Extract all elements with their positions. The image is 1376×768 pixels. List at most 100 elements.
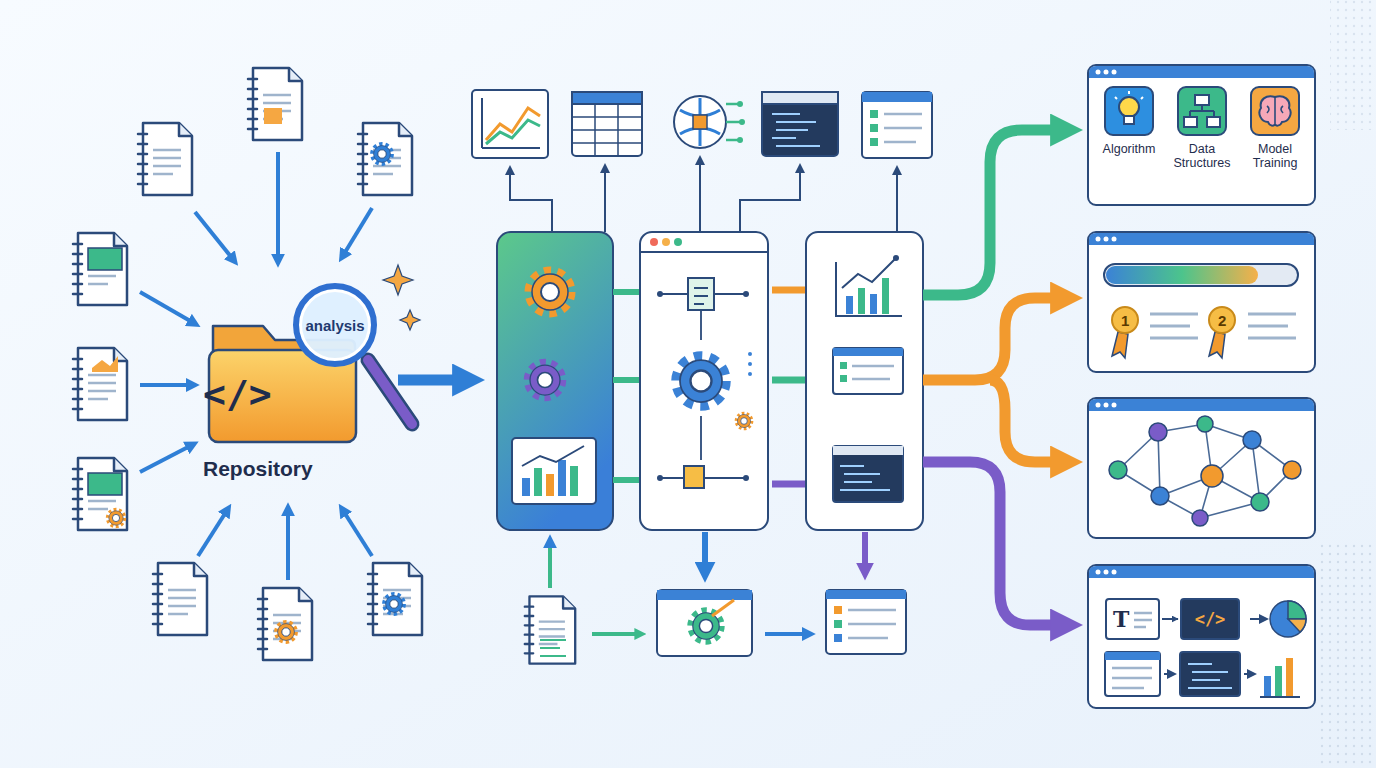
process-column bbox=[748, 362, 752, 366]
output-panel bbox=[1089, 233, 1314, 245]
magnifier-handle bbox=[368, 360, 412, 424]
flow-arrow bbox=[398, 375, 462, 386]
process-column bbox=[529, 271, 571, 313]
output-icon bbox=[762, 92, 838, 104]
document-icon bbox=[92, 356, 118, 372]
process-column bbox=[806, 232, 923, 530]
output-arrow bbox=[923, 462, 1060, 625]
output-panel bbox=[1104, 237, 1109, 242]
output-icon bbox=[870, 124, 878, 132]
pipeline-illustration bbox=[1275, 666, 1282, 696]
process-column bbox=[840, 362, 847, 369]
input-arrow bbox=[344, 512, 372, 556]
output-panel bbox=[1096, 70, 1101, 75]
process-column bbox=[497, 232, 613, 530]
document-icon bbox=[384, 594, 404, 614]
pipeline-illustration bbox=[1288, 601, 1306, 619]
ranking-illustration bbox=[1209, 332, 1225, 358]
process-column bbox=[833, 446, 903, 455]
small-arrow bbox=[510, 162, 897, 232]
output-panel bbox=[1088, 232, 1315, 372]
ranking-illustration bbox=[1104, 264, 1298, 286]
code-symbol: </> bbox=[1195, 609, 1226, 629]
bottom-flow bbox=[702, 532, 708, 568]
tile-icon bbox=[1267, 97, 1283, 124]
code-symbol: </> bbox=[203, 372, 272, 416]
output-panel bbox=[1112, 403, 1117, 408]
document-icon bbox=[138, 123, 192, 195]
output-arrow bbox=[923, 130, 1060, 625]
bottom-flow bbox=[834, 620, 842, 628]
pipeline-illustration bbox=[1270, 601, 1306, 637]
pipeline-illustration bbox=[1164, 673, 1170, 675]
process-column bbox=[748, 372, 752, 376]
ranking-illustration bbox=[1150, 314, 1198, 338]
process-column bbox=[842, 258, 896, 288]
output-icon bbox=[680, 98, 720, 146]
process-column bbox=[640, 251, 768, 253]
pipeline-illustration bbox=[1105, 652, 1160, 696]
document-icon bbox=[276, 622, 296, 642]
process-column bbox=[662, 238, 670, 246]
process-column bbox=[522, 446, 584, 466]
document-icon bbox=[73, 348, 127, 420]
output-icon bbox=[884, 114, 922, 142]
process-column bbox=[846, 296, 853, 314]
output-icon bbox=[726, 104, 740, 140]
output-panel bbox=[1096, 570, 1101, 575]
sparkle bbox=[383, 265, 413, 295]
process-column bbox=[570, 466, 578, 496]
output-panel bbox=[1088, 65, 1315, 708]
process-column bbox=[613, 292, 640, 480]
output-panel bbox=[1104, 570, 1109, 575]
output-icon bbox=[862, 92, 932, 158]
process-column bbox=[528, 363, 563, 398]
output-icon bbox=[870, 138, 878, 146]
process-column bbox=[534, 468, 542, 496]
input-arrow bbox=[140, 292, 192, 322]
process-column bbox=[512, 438, 596, 504]
repository-label: Repository bbox=[203, 456, 313, 482]
process-column bbox=[684, 466, 704, 488]
output-panel bbox=[1112, 70, 1117, 75]
sparkle bbox=[383, 265, 420, 330]
input-arrow bbox=[140, 446, 190, 472]
tile-icon bbox=[1250, 86, 1300, 136]
bottom-flow bbox=[540, 640, 566, 656]
tile-icon bbox=[1190, 105, 1214, 117]
bottom-flow bbox=[525, 596, 575, 663]
document-icon bbox=[368, 563, 422, 635]
output-panel bbox=[1088, 565, 1315, 708]
output-icon bbox=[737, 101, 743, 107]
small-arrow bbox=[740, 170, 800, 232]
bottom-flow bbox=[826, 590, 906, 654]
small-arrow bbox=[604, 170, 606, 232]
input-arrow bbox=[198, 512, 226, 556]
document-icon bbox=[153, 563, 207, 635]
illustration bbox=[1318, 540, 1376, 768]
process-column bbox=[677, 357, 726, 406]
tile-icon bbox=[1207, 117, 1220, 127]
output-panel bbox=[1089, 566, 1314, 578]
pipeline-illustration bbox=[1180, 652, 1240, 696]
ranking-illustration bbox=[1112, 332, 1128, 358]
network-graph bbox=[1149, 423, 1167, 441]
category-tile: Model Training bbox=[1240, 86, 1310, 170]
output-arrow bbox=[990, 380, 1060, 462]
document-icon bbox=[264, 108, 282, 124]
bottom-flow bbox=[862, 532, 868, 568]
network-graph bbox=[1192, 510, 1208, 526]
text-symbol: T bbox=[1113, 606, 1129, 632]
process-column bbox=[558, 460, 566, 496]
process-column bbox=[546, 474, 554, 496]
output-icon bbox=[762, 92, 838, 156]
process-column bbox=[743, 475, 749, 481]
text-box: T bbox=[1105, 598, 1160, 640]
rank-medal: 2 bbox=[1208, 306, 1236, 334]
network-graph bbox=[1118, 424, 1292, 518]
network-graph bbox=[1118, 424, 1292, 518]
output-panel bbox=[1089, 66, 1314, 78]
bottom-flow bbox=[765, 632, 806, 636]
